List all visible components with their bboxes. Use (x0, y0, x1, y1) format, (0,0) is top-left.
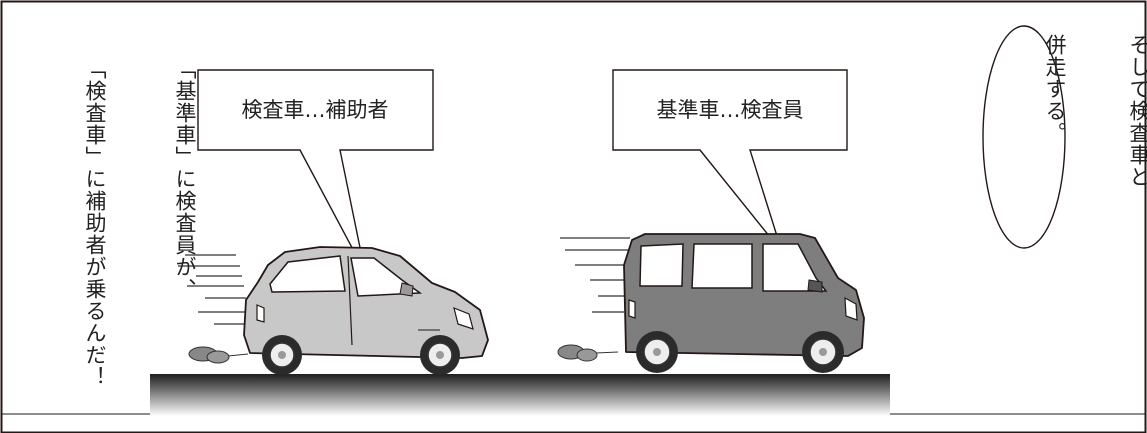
exhaust-right (557, 344, 619, 362)
inspection-car (243, 246, 489, 375)
left-callout (197, 69, 434, 273)
left-callout-label: 検査車…補助者 (241, 98, 389, 122)
thought-bubble (982, 25, 1066, 249)
speed-lines-left (178, 254, 250, 325)
speed-lines-right (560, 237, 630, 313)
speech-line-1: そして検査車と (1127, 34, 1147, 188)
exhaust-left (188, 346, 249, 364)
right-callout-label: 基準車…検査員 (656, 98, 804, 122)
reference-van (623, 233, 865, 373)
speech-bubble-text: そして検査車と 併走する。 (1013, 34, 1147, 188)
narration-line-2: 「検査車」に補助者が乗るんだ！ (83, 58, 107, 388)
right-callout (612, 69, 848, 253)
narration-line-1: 「基準車」に検査員が、 (173, 58, 197, 300)
narration-text: 「基準車」に検査員が、 「検査車」に補助者が乗るんだ！ (50, 58, 260, 388)
speech-line-2: 併走する。 (1043, 34, 1067, 144)
road (150, 374, 890, 416)
